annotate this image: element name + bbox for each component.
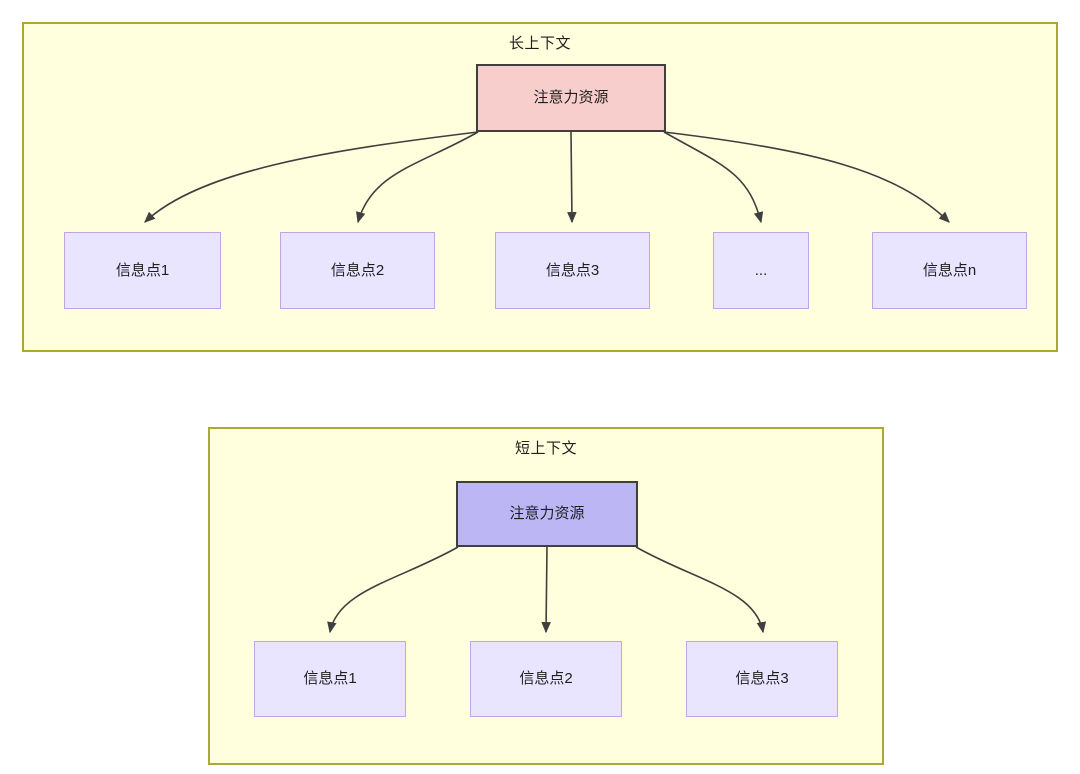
node-label: 注意力资源 — [533, 89, 609, 106]
node-long-info-point-2[interactable]: 信息点2 — [280, 232, 435, 309]
node-short-info-point-2[interactable]: 信息点2 — [470, 641, 622, 717]
node-short-info-point-3[interactable]: 信息点3 — [686, 641, 838, 717]
group-long-context-title: 长上下文 — [508, 35, 571, 52]
node-long-info-point-n[interactable]: 信息点n — [872, 232, 1027, 309]
node-label: 信息点3 — [545, 261, 600, 279]
node-short-info-point-1[interactable]: 信息点1 — [254, 641, 406, 717]
node-label: 信息点2 — [330, 261, 385, 279]
node-long-attention-resource[interactable]: 注意力资源 — [476, 64, 666, 132]
node-label: 信息点1 — [303, 670, 357, 687]
node-label: 信息点2 — [519, 670, 573, 687]
node-long-info-point-3[interactable]: 信息点3 — [495, 232, 650, 309]
node-long-info-point-1[interactable]: 信息点1 — [64, 232, 221, 309]
node-short-attention-resource[interactable]: 注意力资源 — [456, 481, 638, 547]
node-label: 信息点3 — [735, 670, 789, 687]
group-short-context-title: 短上下文 — [514, 440, 577, 457]
node-label: 注意力资源 — [509, 505, 585, 522]
node-label: 信息点n — [922, 261, 977, 279]
node-long-info-point-ellipsis[interactable]: ... — [713, 232, 809, 309]
node-label: ... — [754, 261, 768, 279]
node-label: 信息点1 — [115, 261, 170, 279]
